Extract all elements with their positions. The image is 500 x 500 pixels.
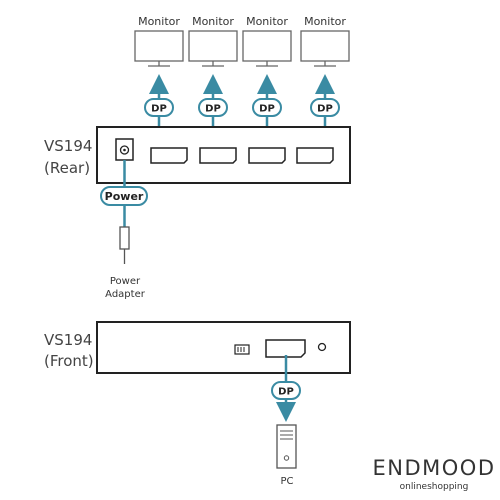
monitor-3: Monitor — [242, 15, 292, 67]
monitor-label: Monitor — [138, 15, 180, 28]
dp-pill — [310, 98, 340, 117]
monitor-label: Monitor — [304, 15, 346, 28]
monitor-screen — [188, 30, 238, 62]
pc-case — [276, 424, 297, 469]
monitor-4: Monitor — [300, 15, 350, 67]
dp-label: DP — [317, 104, 333, 115]
monitor-2: Monitor — [188, 15, 238, 67]
dp-out-port-1 — [150, 147, 188, 164]
dp-out-port-2 — [199, 147, 237, 164]
dp-pill — [198, 98, 228, 117]
rear-unit-name: VS194 — [44, 137, 92, 155]
monitor-screen — [242, 30, 292, 62]
dp-label: DP — [259, 104, 275, 115]
monitor-screen — [134, 30, 184, 62]
dp-label: DP — [205, 104, 221, 115]
dp-pill — [271, 381, 301, 400]
power-label: Power — [105, 190, 144, 203]
power-jack-pin — [123, 148, 126, 152]
power-adapter-label-1: Power — [110, 276, 141, 287]
dp-label: DP — [151, 104, 167, 115]
rear-unit — [96, 126, 351, 184]
power-pill — [100, 186, 148, 206]
mode-switch — [234, 344, 250, 355]
brand-tagline: onlineshopping — [400, 482, 469, 492]
dp-in-port — [265, 339, 306, 358]
dp-pill — [144, 98, 174, 117]
power-plug — [119, 226, 130, 250]
brand-name: ENDMOOD — [373, 456, 496, 480]
pc-power-button — [283, 455, 290, 461]
front-unit-chassis — [96, 321, 351, 374]
monitor-screen — [300, 30, 350, 62]
front-unit-name: VS194 — [44, 331, 92, 349]
pc-label: PC — [280, 476, 293, 487]
dp-out-port-4 — [296, 147, 334, 164]
pc-tower-icon — [276, 424, 297, 469]
front-unit-side: (Front) — [44, 352, 94, 370]
dp-label: DP — [278, 387, 294, 398]
power-cable: Power — [100, 160, 148, 264]
power-adapter-label-2: Adapter — [105, 289, 146, 300]
front-unit — [96, 321, 351, 374]
rear-unit-side: (Rear) — [44, 159, 90, 177]
dp-cable-pc: DP — [271, 355, 301, 422]
status-led — [317, 342, 327, 352]
monitor-1: Monitor — [134, 15, 184, 67]
dp-out-port-3 — [248, 147, 286, 164]
monitor-label: Monitor — [192, 15, 234, 28]
dp-pill — [252, 98, 282, 117]
monitor-label: Monitor — [246, 15, 288, 28]
dp-cable-1: DP — [144, 74, 174, 147]
